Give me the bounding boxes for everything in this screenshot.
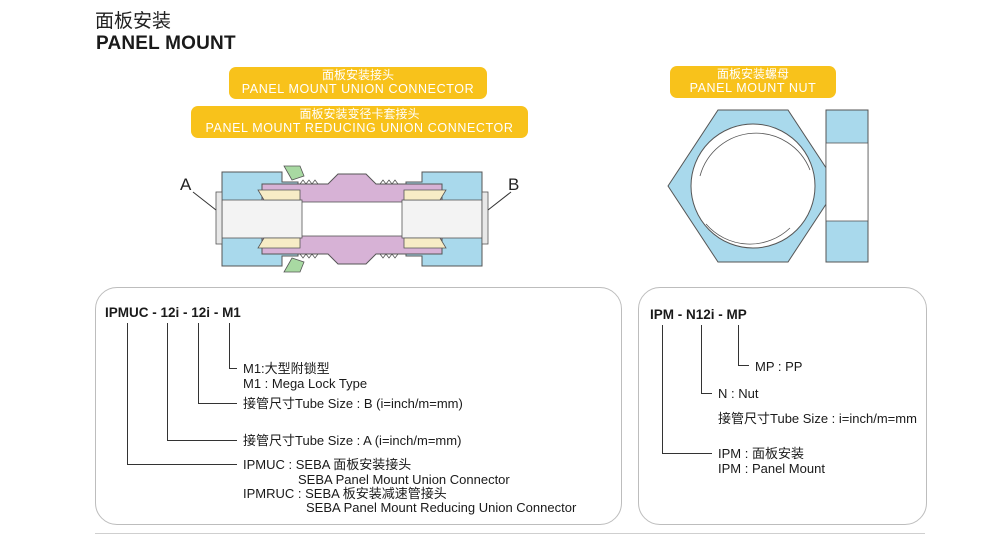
reducing-union-label-cn: 面板安装变径卡套接头	[299, 107, 420, 121]
mp-desc: MP : PP	[755, 359, 803, 374]
ipmuc-desc-cn: IPMUC : SEBA 面板安装接头	[243, 457, 412, 472]
panel-nut-label-cn: 面板安装螺母	[716, 67, 789, 81]
seal-top	[283, 165, 305, 181]
code-size-a: 12i	[160, 305, 180, 320]
leader-ipm	[662, 325, 663, 453]
left-code-panel	[95, 287, 622, 525]
ipmuc-desc-en: SEBA Panel Mount Union Connector	[298, 472, 510, 487]
union-connector-label: 面板安装接头 PANEL MOUNT UNION CONNECTOR	[229, 67, 487, 99]
hex-nut-bore	[690, 123, 816, 249]
leader-size-a	[167, 323, 168, 440]
leader-ipmuc	[127, 323, 128, 464]
size-b-desc: 接管尺寸Tube Size : B (i=inch/m=mm)	[243, 396, 463, 411]
m1-desc-en: M1 : Mega Lock Type	[243, 376, 368, 391]
left-ferrule-top	[257, 189, 301, 201]
right-ferrule-bottom	[403, 237, 447, 249]
page-title-cn: 面板安装	[95, 11, 172, 32]
union-connector-label-cn: 面板安装接头	[321, 68, 394, 82]
reducing-union-label: 面板安装变径卡套接头 PANEL MOUNT REDUCING UNION CO…	[191, 106, 528, 138]
right-tube	[401, 199, 483, 239]
ipmruc-desc-en: SEBA Panel Mount Reducing Union Connecto…	[306, 500, 577, 515]
page-title-en: PANEL MOUNT	[96, 33, 236, 54]
ipmruc-desc-cn: IPMRUC : SEBA 板安装减速管接头	[243, 486, 447, 501]
right-size-desc: 接管尺寸Tube Size : i=inch/m=mm	[718, 411, 917, 426]
size-a-desc: 接管尺寸Tube Size : A (i=inch/m=mm)	[243, 433, 462, 448]
code-ipmuc: IPMUC	[105, 305, 149, 320]
right-ferrule-top	[403, 189, 447, 201]
reducing-union-label-en: PANEL MOUNT REDUCING UNION CONNECTOR	[205, 121, 514, 135]
leader-size-b	[198, 323, 199, 403]
union-connector-label-en: PANEL MOUNT UNION CONNECTOR	[241, 82, 475, 96]
code-ipm: IPM	[650, 307, 675, 322]
seal-bottom	[283, 257, 305, 273]
ipm-desc-en: IPM : Panel Mount	[718, 461, 825, 476]
bottom-divider	[95, 533, 925, 534]
right-part-code: IPM - N12i - MP	[650, 307, 747, 322]
code-mp: MP	[726, 307, 747, 322]
code-m1: M1	[222, 305, 241, 320]
m1-desc-cn: M1:大型附锁型	[243, 361, 330, 376]
right-code-panel	[638, 287, 927, 525]
nut-desc: N : Nut	[718, 386, 759, 401]
panel-nut-label: 面板安装螺母 PANEL MOUNT NUT	[670, 66, 836, 98]
left-part-code: IPMUC - 12i - 12i - M1	[105, 305, 241, 320]
leader-n12i	[701, 325, 702, 393]
panel-nut-label-en: PANEL MOUNT NUT	[689, 81, 817, 95]
leader-m1	[229, 323, 230, 368]
leader-mp	[738, 325, 739, 365]
end-a-label: A	[180, 175, 192, 194]
left-tube	[221, 199, 303, 239]
ipm-desc-cn: IPM : 面板安装	[718, 446, 804, 461]
left-ferrule-bottom	[257, 237, 301, 249]
code-size-b: 12i	[191, 305, 211, 320]
end-b-label: B	[508, 175, 519, 194]
code-n12i: N12i	[686, 307, 715, 322]
